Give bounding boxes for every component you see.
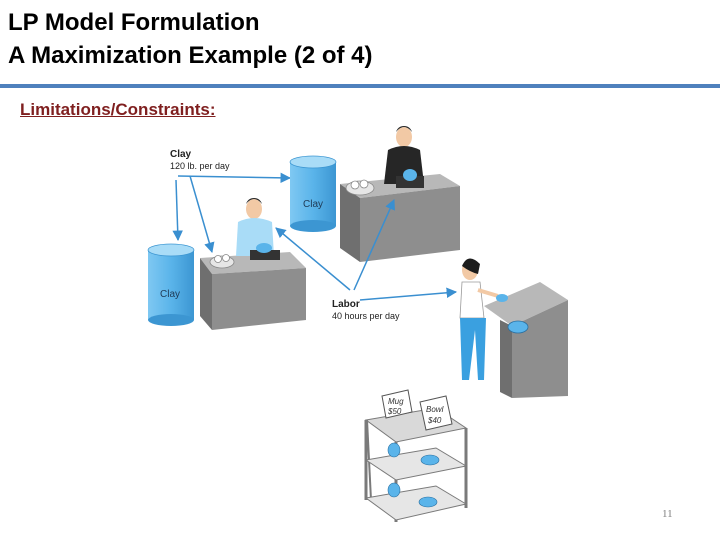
constraints-heading: Limitations/Constraints:	[20, 100, 216, 119]
barrel-label-upper: Clay	[303, 199, 323, 210]
bowl-sign-name: Bowl	[426, 405, 444, 414]
mug-price-sign	[381, 389, 413, 419]
slide-title: LP Model Formulation A Maximization Exam…	[8, 6, 373, 72]
labor-arrows	[275, 199, 458, 301]
clay-arrows	[172, 172, 292, 254]
bowl-price-sign	[419, 395, 453, 431]
clay-pile-middle	[209, 254, 235, 269]
page-number: 11	[662, 508, 673, 520]
mug-sign-price: $50	[387, 407, 402, 416]
labor-amount: 40 hours per day	[332, 311, 400, 321]
back-potter-figure	[384, 126, 424, 188]
barrel-label-lower: Clay	[160, 289, 180, 300]
middle-potter-figure	[236, 198, 280, 260]
product-shelf	[364, 407, 468, 522]
clay-amount: 120 lb. per day	[170, 161, 230, 171]
clay-barrel-upper	[289, 155, 337, 232]
title-line-2: A Maximization Example (2 of 4)	[8, 42, 373, 69]
title-line-1: LP Model Formulation	[8, 9, 260, 36]
clay-barrel-lower	[147, 243, 195, 326]
clay-pile-back	[345, 179, 375, 196]
labor-label: Labor	[332, 299, 360, 310]
bowl-sign-price: $40	[427, 416, 442, 425]
mug-sign-name: Mug	[388, 397, 404, 406]
standing-worker-figure	[459, 258, 529, 380]
title-divider	[0, 84, 720, 88]
clay-label: Clay	[170, 149, 192, 160]
